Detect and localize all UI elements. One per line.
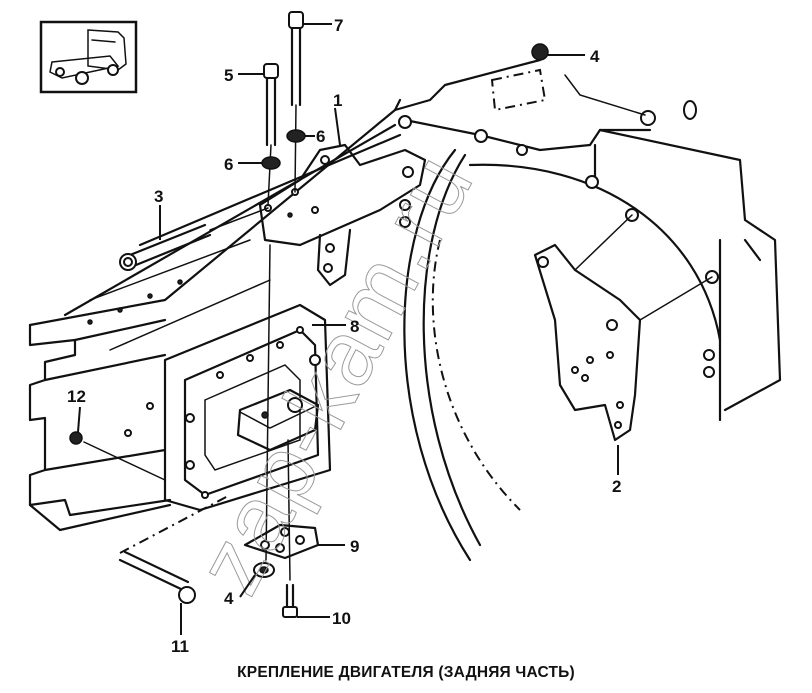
callout-8: 8 [350,317,359,336]
callout-3: 3 [154,187,163,206]
callout-4a: 4 [590,47,600,66]
callout-10: 10 [332,609,351,628]
mount-plate-part-8 [163,303,332,512]
callout-4b: 4 [224,589,234,608]
nut-part-12 [69,431,166,481]
callouts: 1 2 3 4 4 5 6 6 7 8 9 10 11 12 [67,16,621,656]
truck-thumbnail [39,20,138,94]
bolt-part-11 [118,494,231,604]
callout-9: 9 [350,537,359,556]
frame-rail [28,98,402,532]
screw-part-10 [282,583,298,618]
callout-2: 2 [612,477,621,496]
callout-5: 5 [224,66,233,85]
nut-part-4a [531,43,549,61]
washer-part-6b [261,156,281,170]
callout-12: 12 [67,387,86,406]
rubber-cushion [236,388,320,452]
bolt-part-3 [119,207,269,271]
callout-11: 11 [171,637,189,656]
bolt-part-5 [263,63,279,206]
bracket-part-1 [258,143,427,287]
callout-6a: 6 [316,127,325,146]
bolt-part-7 [288,11,304,193]
washer-part-6a [286,129,306,143]
callout-1: 1 [333,91,342,110]
flywheel-housing [393,58,782,562]
callout-7: 7 [334,16,343,35]
plate-part-9 [243,523,320,560]
bracket-part-2 [533,214,713,442]
diagram-caption: КРЕПЛЕНИЕ ДВИГАТЕЛЯ (ЗАДНЯЯ ЧАСТЬ) [237,664,575,681]
callout-6b: 6 [224,155,233,174]
nut-part-4b [253,562,275,578]
truck-tractor-icon [49,29,127,85]
